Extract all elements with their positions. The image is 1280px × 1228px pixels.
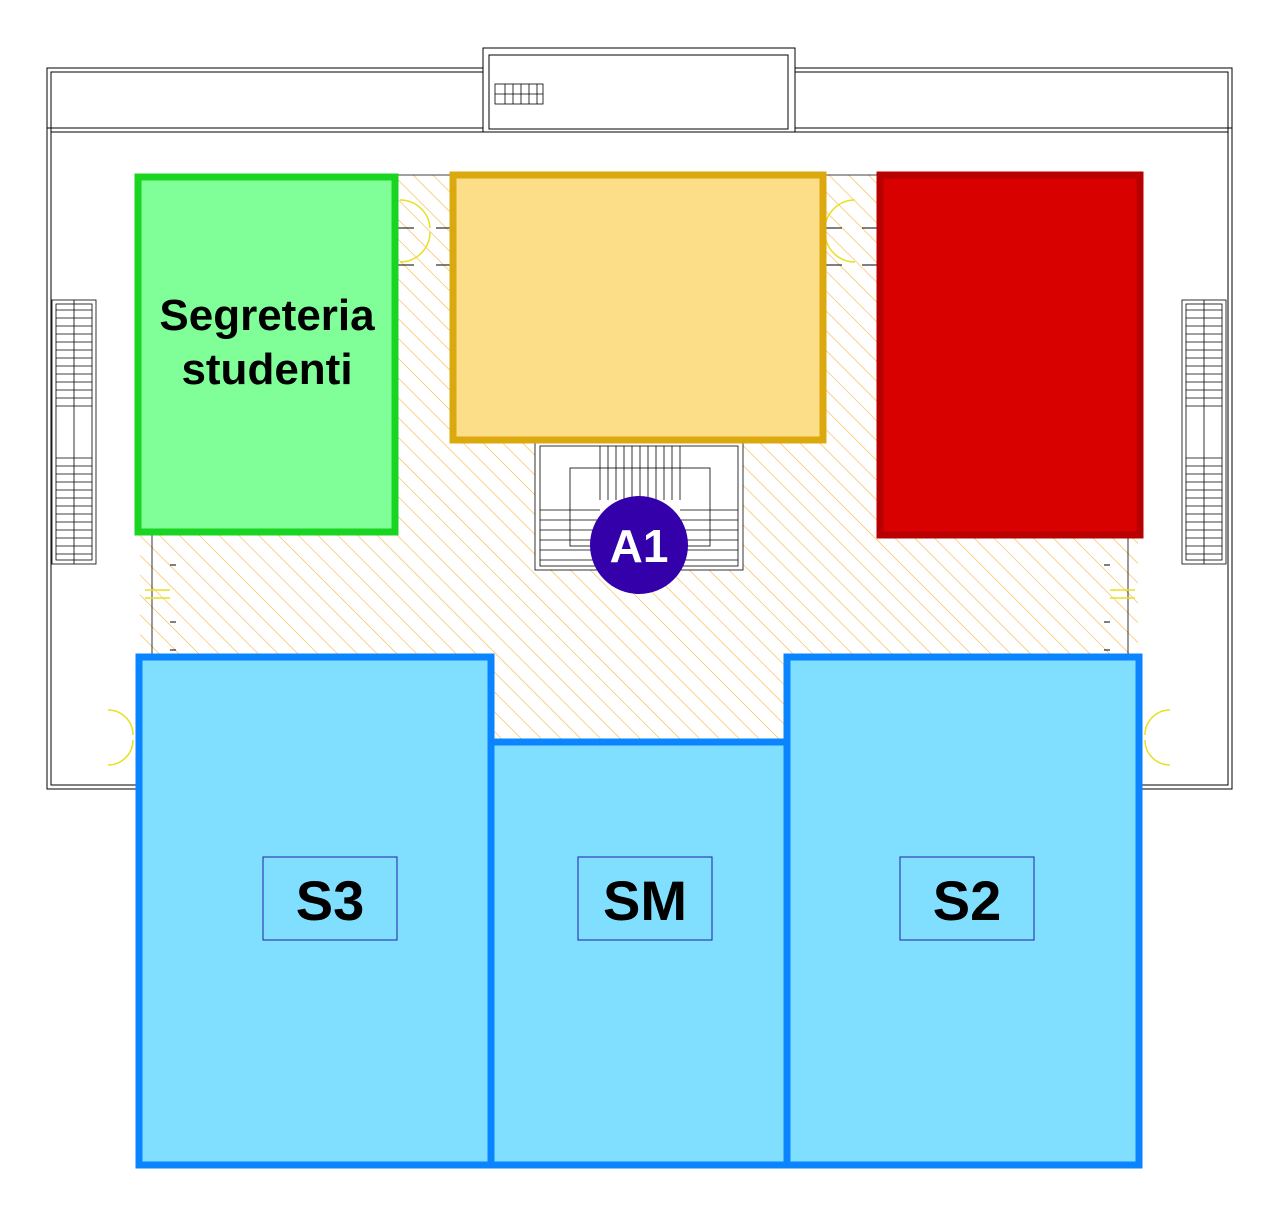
room-s3-label: S3	[296, 869, 365, 932]
room-s3	[135, 653, 495, 1169]
wall-ticks	[170, 227, 1110, 651]
room-s2	[783, 653, 1143, 1169]
location-marker-a1[interactable]	[590, 496, 688, 594]
right-stair	[1181, 299, 1227, 565]
room-segreteria-studenti	[134, 173, 399, 536]
s3-label-box	[262, 856, 398, 941]
room-sm-label: SM	[603, 869, 687, 932]
room-yellow	[449, 171, 827, 444]
top-stair	[494, 83, 544, 105]
room-sm	[487, 738, 791, 1169]
room-s2-label: S2	[933, 869, 1002, 932]
segreteria-label-line1: Segreteria	[159, 291, 375, 340]
building-outline	[46, 47, 1233, 790]
s2-label-box	[899, 856, 1035, 941]
room-red	[876, 171, 1144, 539]
segreteria-label-line2: studenti	[181, 345, 352, 394]
left-stair	[51, 299, 97, 565]
location-marker-label: A1	[610, 520, 669, 572]
sm-label-box	[577, 856, 713, 941]
